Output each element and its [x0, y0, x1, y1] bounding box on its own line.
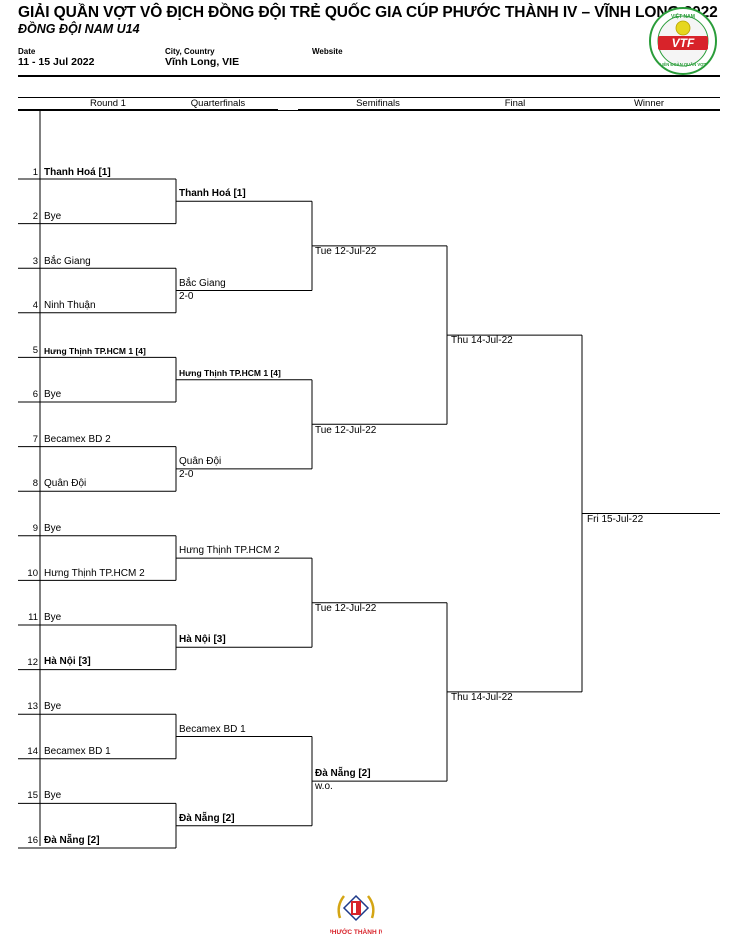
- sf-schedule: Tue 12-Jul-22: [315, 425, 377, 436]
- date-value: 11 - 15 Jul 2022: [18, 56, 95, 68]
- qf-score: 2-0: [179, 469, 194, 480]
- event-subtitle: ĐỒNG ĐỘI NAM U14: [18, 22, 140, 36]
- seed-6: 6: [32, 389, 38, 400]
- seed-13: 13: [27, 701, 38, 712]
- qf-team: Hưng Thịnh TP.HCM 2: [179, 545, 280, 556]
- date-label: Date: [18, 47, 36, 56]
- qf-team: Bắc Giang: [179, 278, 226, 289]
- qf-team: Becamex BD 1: [179, 724, 246, 735]
- round1-team: Bye: [44, 701, 62, 712]
- header-divider: [18, 75, 720, 77]
- round1-team: Hà Nội [3]: [44, 656, 91, 667]
- qf-team: Đà Nẵng [2]: [179, 813, 235, 824]
- round1-team: Bye: [44, 211, 62, 222]
- sf-schedule: Tue 12-Jul-22: [315, 603, 377, 614]
- round1-team: Quân Đội: [44, 478, 87, 489]
- seed-16: 16: [27, 835, 38, 846]
- phuoc-thanh-logo: PHƯỚC THÀNH IV: [327, 888, 385, 938]
- seed-10: 10: [27, 568, 38, 579]
- seed-12: 12: [27, 657, 38, 668]
- seed-15: 15: [27, 790, 38, 801]
- round1-team: Bắc Giang: [44, 256, 91, 267]
- final-schedule: Thu 14-Jul-22: [451, 692, 513, 703]
- seed-3: 3: [32, 256, 38, 267]
- vtf-logo-ring-bottom: LIÊN ĐOÀN QUẦN VỢT: [660, 62, 707, 67]
- qf-team: Hưng Thịnh TP.HCM 1 [4]: [179, 368, 281, 378]
- seed-11: 11: [28, 612, 38, 623]
- round1-team: Bye: [44, 790, 62, 801]
- seed-5: 5: [32, 345, 38, 356]
- website-label: Website: [312, 47, 343, 56]
- round1-team: Hưng Thịnh TP.HCM 2: [44, 568, 145, 579]
- column-header-bar: [18, 97, 720, 111]
- sf-schedule: Tue 12-Jul-22: [315, 246, 377, 257]
- seed-1: 1: [32, 167, 38, 178]
- sf-score: w.o.: [315, 781, 333, 792]
- qf-team: Quân Đội: [179, 456, 222, 467]
- sponsor-caption: PHƯỚC THÀNH IV: [330, 927, 382, 936]
- round1-team: Becamex BD 1: [44, 746, 111, 757]
- seed-4: 4: [32, 300, 38, 311]
- vtf-logo-text: VTF: [672, 36, 695, 50]
- final-schedule: Thu 14-Jul-22: [451, 335, 513, 346]
- round1-team: Bye: [44, 523, 62, 534]
- seed-14: 14: [27, 746, 38, 757]
- tournament-title: GIẢI QUẦN VỢT VÔ ĐỊCH ĐỒNG ĐỘI TRẺ QUỐC …: [18, 4, 718, 21]
- vtf-logo: VTF VIỆT NAM LIÊN ĐOÀN QUẦN VỢT: [648, 6, 718, 76]
- round1-team: Becamex BD 2: [44, 434, 111, 445]
- winner-schedule: Fri 15-Jul-22: [587, 514, 644, 525]
- seed-9: 9: [32, 523, 38, 534]
- location-value: Vĩnh Long, VIE: [165, 56, 240, 68]
- round1-team: Bye: [44, 389, 62, 400]
- seed-2: 2: [32, 211, 38, 222]
- qf-team: Hà Nội [3]: [179, 634, 226, 645]
- sf-team: Đà Nẵng [2]: [315, 768, 371, 779]
- round1-team: Hưng Thịnh TP.HCM 1 [4]: [44, 346, 146, 356]
- round1-team: Đà Nẵng [2]: [44, 835, 100, 846]
- round1-team: Ninh Thuận: [44, 300, 96, 311]
- vtf-logo-ring-top: VIỆT NAM: [671, 12, 695, 20]
- location-label: City, Country: [165, 47, 215, 56]
- seed-8: 8: [32, 478, 38, 489]
- round1-team: Thanh Hoá [1]: [44, 167, 111, 178]
- seed-7: 7: [32, 434, 38, 445]
- qf-score: 2-0: [179, 291, 194, 302]
- qf-team: Thanh Hoá [1]: [179, 188, 246, 199]
- round1-team: Bye: [44, 612, 62, 623]
